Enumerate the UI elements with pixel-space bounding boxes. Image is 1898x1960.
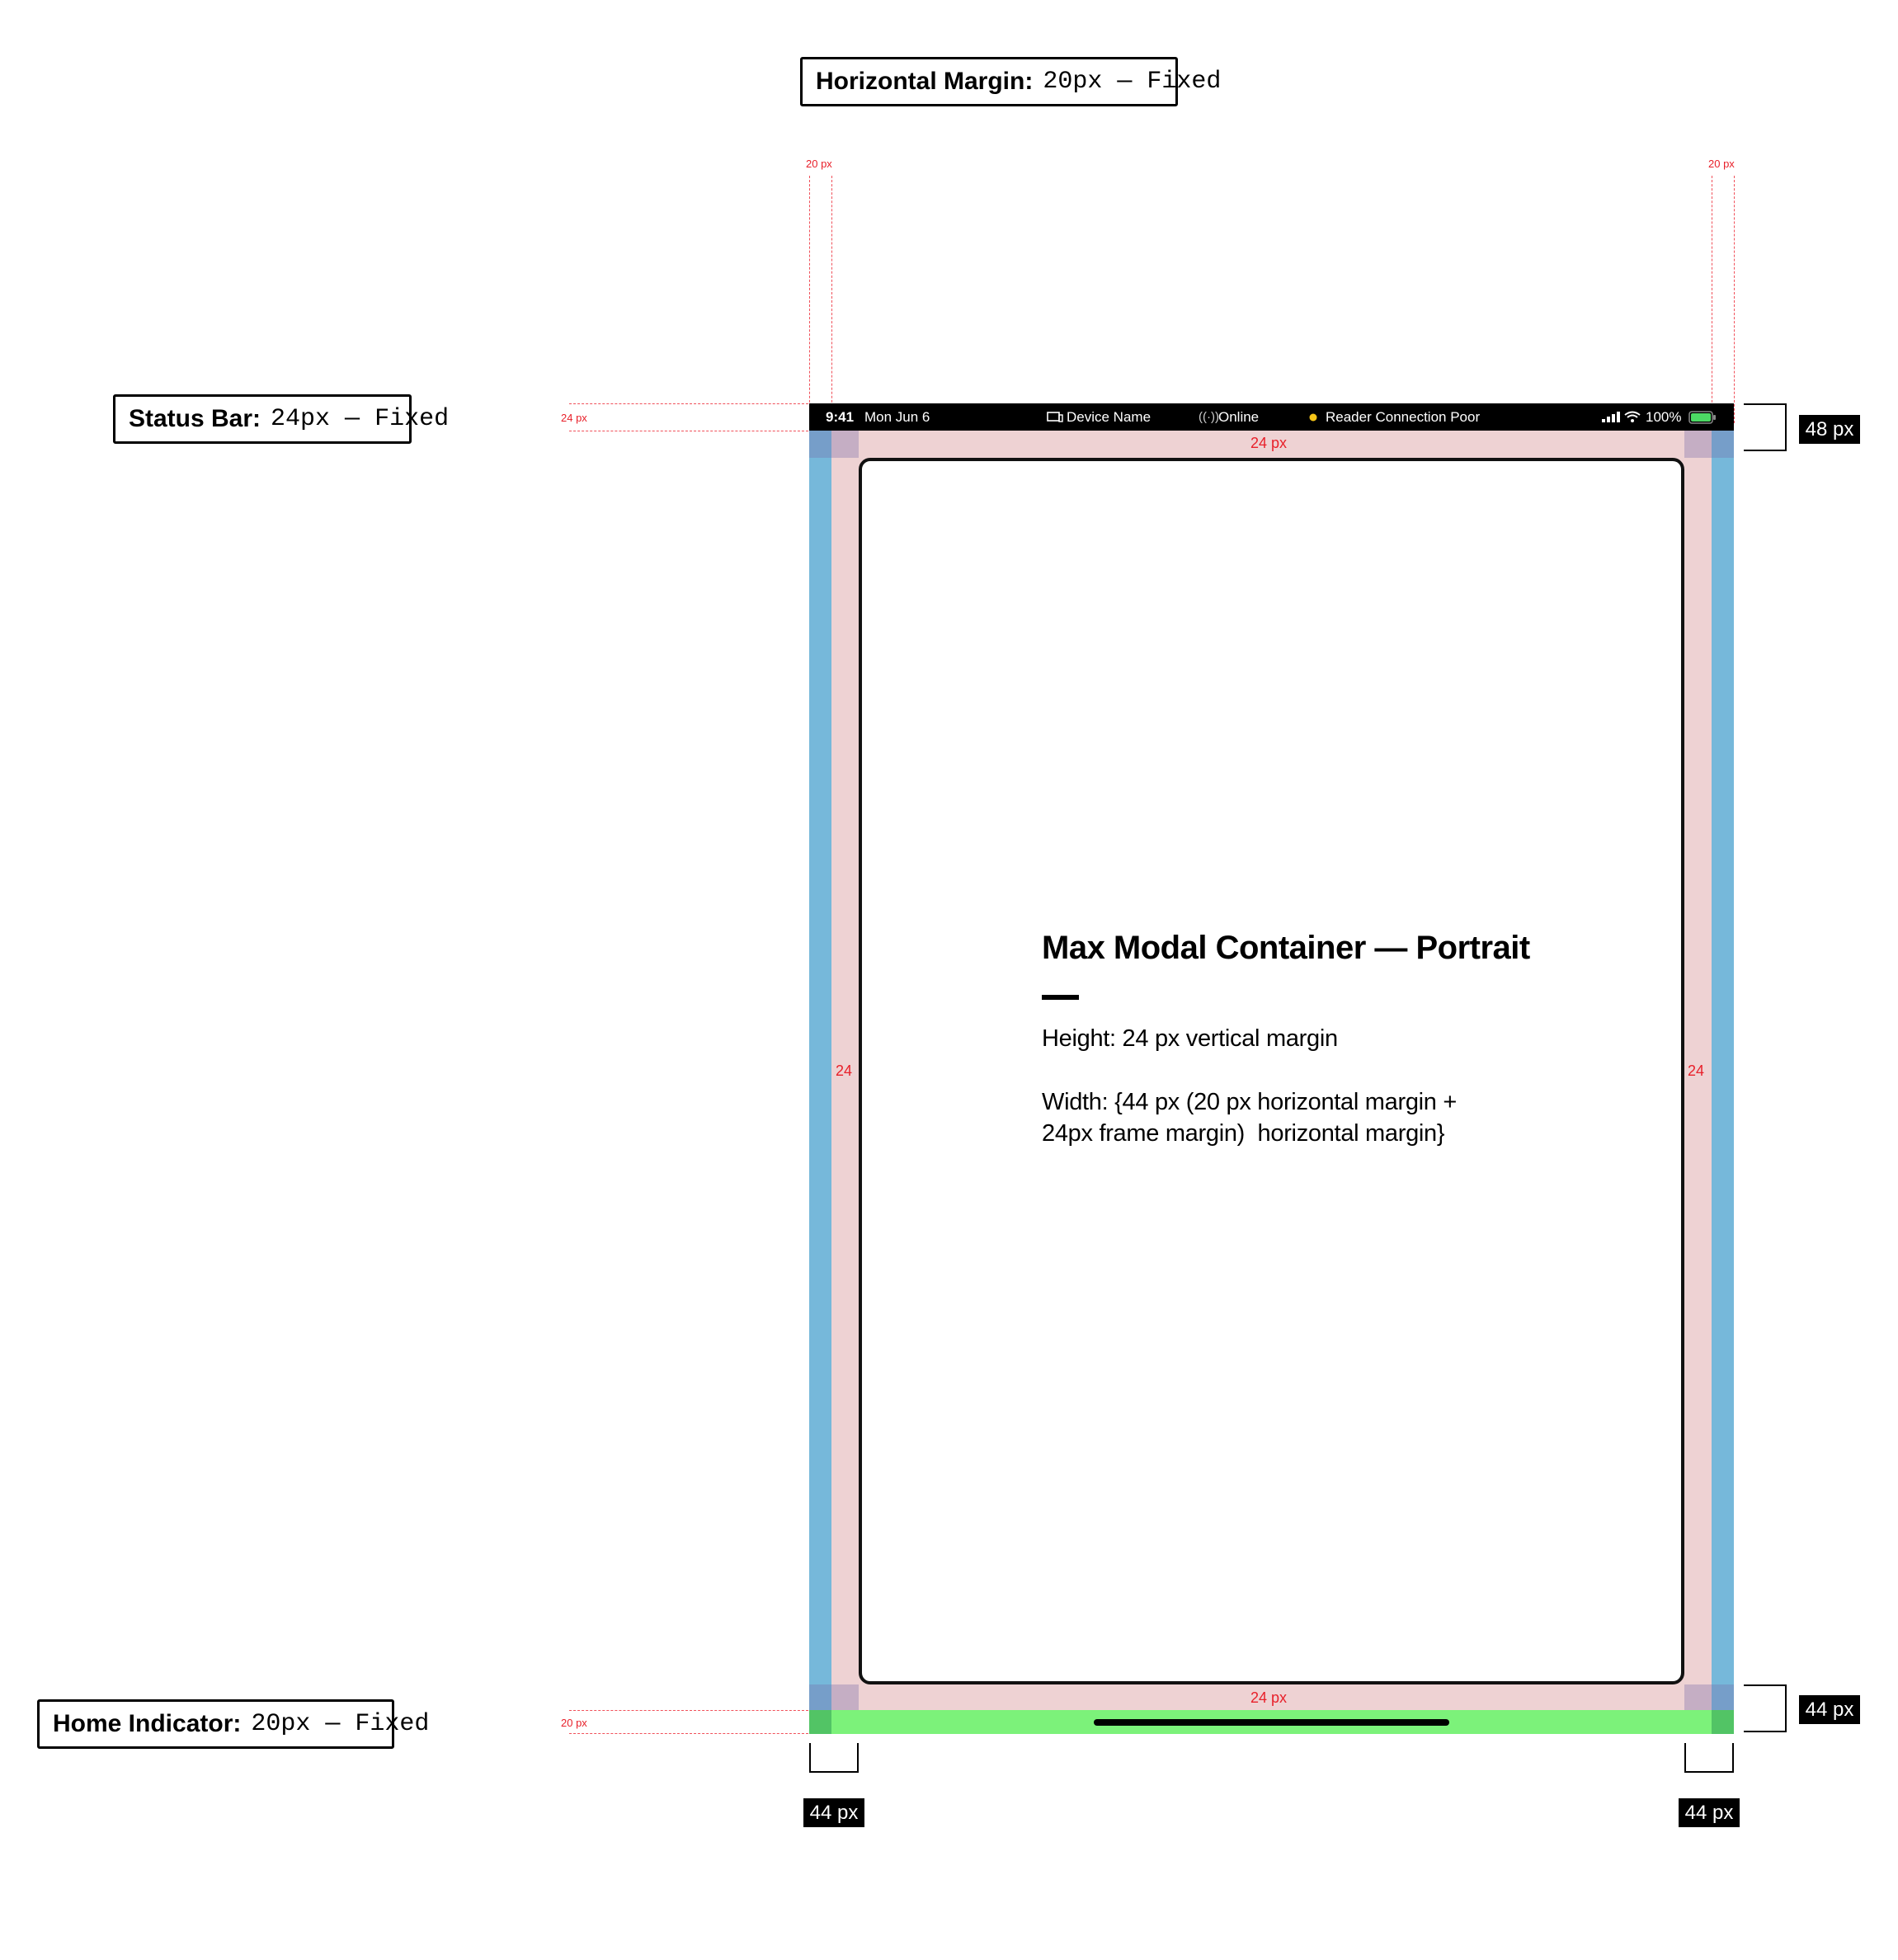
horizontal-margin-label: Horizontal Margin: 20px — Fixed (800, 57, 1221, 106)
battery-icon (1688, 403, 1717, 431)
status-bar-value: 24px — Fixed (271, 405, 450, 433)
left-margin-guide-inner (831, 176, 832, 423)
left-margin-guide-outer (809, 176, 810, 423)
left-width-tag: 44 px (803, 1798, 864, 1827)
home-indicator-top-guide (569, 1710, 808, 1711)
right-margin-guide-outer (1734, 176, 1735, 423)
status-bar-guide-label: 24 px (561, 412, 587, 424)
bottom-frame-margin-label: 24 px (1250, 1689, 1288, 1706)
right-frame-margin-label: 24 (1688, 1062, 1705, 1079)
right-margin-guide-label: 20 px (1708, 158, 1735, 170)
right-horizontal-margin (1712, 431, 1734, 1734)
wifi-icon (1624, 403, 1641, 431)
device-icon (1047, 403, 1063, 431)
bottom-right-overlap (1684, 1684, 1734, 1710)
home-indicator-overlap-left (809, 1710, 831, 1734)
status-date: Mon Jun 6 (864, 408, 930, 425)
home-indicator-overlap-right (1712, 1710, 1734, 1734)
left-width-bracket (809, 1743, 859, 1773)
horizontal-margin-value: 20px — Fixed (1043, 68, 1222, 96)
right-width-tag: 44 px (1679, 1798, 1740, 1827)
left-frame-margin-label: 24 (836, 1062, 853, 1079)
right-width-bracket (1684, 1743, 1734, 1773)
status-area-height-tag: 48 px (1799, 415, 1860, 444)
height-description: Height: 24 px vertical margin (1042, 1025, 1338, 1052)
home-area-height-tag: 44 px (1799, 1695, 1860, 1724)
home-indicator-bottom-guide (569, 1733, 808, 1734)
antenna-icon: ((·)) (1199, 410, 1219, 424)
status-bar-height-bracket (1744, 403, 1787, 451)
home-indicator-handle[interactable] (1094, 1719, 1449, 1726)
home-indicator-guide-label: 20 px (561, 1717, 587, 1729)
reader-status-dot-icon (1309, 403, 1317, 431)
status-bar-top-guide (569, 403, 808, 404)
status-bar: 9:41 Mon Jun 6 Device Name ((·)) Online … (809, 403, 1734, 431)
cellular-signal-icon (1601, 403, 1621, 431)
status-time: 9:41 (826, 408, 855, 425)
status-reader-connection: Reader Connection Poor (1326, 408, 1481, 425)
left-margin-guide-label: 20 px (806, 158, 832, 170)
home-indicator-key: Home Indicator: (53, 1710, 242, 1737)
bottom-left-overlap (809, 1684, 859, 1710)
status-bar-key: Status Bar: (129, 405, 261, 432)
top-left-overlap (809, 431, 859, 458)
status-battery-percent: 100% (1646, 408, 1682, 425)
status-bar-label: Status Bar: 24px — Fixed (113, 394, 449, 444)
top-frame-margin-label: 24 px (1250, 435, 1288, 451)
top-right-overlap (1684, 431, 1734, 458)
left-horizontal-margin (809, 431, 831, 1734)
status-online: Online (1218, 408, 1260, 425)
width-description-line1: Width: {44 px (20 px horizontal margin + (1042, 1089, 1458, 1115)
status-device-name: Device Name (1067, 408, 1152, 425)
modal-title: Max Modal Container — Portrait (1042, 930, 1530, 966)
max-modal-container (859, 458, 1684, 1684)
width-description-line2: 24px frame margin) horizontal margin} (1042, 1120, 1445, 1147)
home-indicator-height-bracket (1744, 1684, 1787, 1732)
home-indicator-label: Home Indicator: 20px — Fixed (37, 1699, 429, 1749)
title-divider (1042, 995, 1079, 1000)
horizontal-margin-key: Horizontal Margin: (816, 68, 1034, 95)
home-indicator-value: 20px — Fixed (251, 1710, 430, 1738)
